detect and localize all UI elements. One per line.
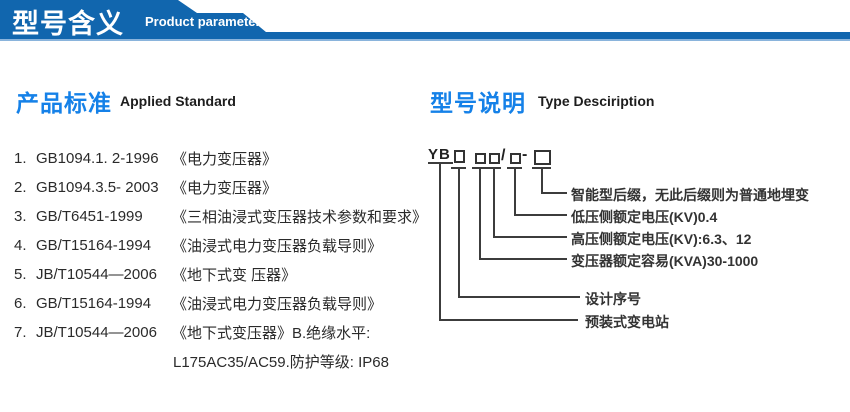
- connector-line-station: [439, 319, 578, 321]
- standard-item-7-continuation: L175AC35/AC59.防护等级: IP68: [173, 354, 389, 371]
- standard-code: GB1094.3.5- 2003: [36, 179, 159, 196]
- connector-stem-smart: [541, 169, 543, 194]
- connector-line-smart: [541, 192, 567, 194]
- model-box-lv: [510, 153, 521, 164]
- label-prefab-substation: 预装式变电站: [585, 314, 669, 330]
- standard-title: 《地下式变 压器》: [172, 267, 297, 284]
- standard-code: JB/T10544—2006: [36, 324, 157, 341]
- standard-item-7: 7. JB/T10544—2006 《地下式变压器》B.绝缘水平:: [14, 318, 427, 347]
- underline-yb: [428, 162, 453, 164]
- connector-stem-station: [439, 164, 441, 321]
- standard-code: GB/T15164-1994: [36, 237, 152, 254]
- item-number: 2.: [14, 179, 27, 196]
- connector-stem-lv: [514, 169, 516, 216]
- standard-item-3: 3. GB/T6451-1999 《三相油浸式变压器技术参数和要求》: [14, 202, 427, 231]
- item-number: 4.: [14, 237, 27, 254]
- standard-title: 《油浸式电力变压器负载导则》: [172, 238, 383, 255]
- standard-title: 《地下式变压器》B.绝缘水平:: [172, 325, 371, 342]
- standard-code: GB1094.1. 2-1996: [36, 150, 159, 167]
- item-number: 7.: [14, 324, 27, 341]
- type-description-heading-en: Type Desciription: [538, 93, 655, 109]
- tick-bar-5: [532, 167, 551, 169]
- standard-item-6: 6. GB/T15164-1994 《油浸式电力变压器负载导则》: [14, 289, 427, 318]
- model-box-capacity: [475, 153, 486, 164]
- standard-title: 《三相油浸式变压器技术参数和要求》: [172, 209, 428, 226]
- standard-item-5: 5. JB/T10544—2006 《地下式变 压器》: [14, 260, 427, 289]
- standard-code: JB/T10544—2006: [36, 266, 157, 283]
- item-number: 3.: [14, 208, 27, 225]
- standard-item-1: 1. GB1094.1. 2-1996 《电力变压器》: [14, 144, 427, 173]
- label-rated-capacity: 变压器额定容易(KVA)30-1000: [571, 253, 759, 269]
- connector-line-hv: [493, 236, 567, 238]
- connector-line-capacity: [479, 258, 567, 260]
- standard-item-2: 2. GB1094.3.5- 2003 《电力变压器》: [14, 173, 427, 202]
- standards-list: 1. GB1094.1. 2-1996 《电力变压器》 2. GB1094.3.…: [14, 144, 427, 376]
- connector-line-design: [458, 296, 580, 298]
- applied-standard-heading-en: Applied Standard: [120, 93, 236, 109]
- type-description-heading-cn: 型号说明: [430, 90, 526, 116]
- page-subtitle: Product parameters: [145, 14, 268, 29]
- standard-code: GB/T6451-1999: [36, 208, 143, 225]
- item-number: 1.: [14, 150, 27, 167]
- page-title: 型号含义: [12, 9, 124, 39]
- item-number: 5.: [14, 266, 27, 283]
- tick-bar-3: [486, 167, 501, 169]
- tick-bar-2: [472, 167, 487, 169]
- standard-title: 《油浸式电力变压器负载导则》: [172, 296, 383, 313]
- standard-title: 《电力变压器》: [172, 151, 278, 168]
- model-box-smart-suffix: [534, 150, 551, 165]
- header-strip: [0, 32, 850, 39]
- standard-title: 《电力变压器》: [172, 180, 278, 197]
- connector-stem-design: [458, 169, 460, 298]
- header-strip-underline: [0, 39, 850, 41]
- model-slash: /: [501, 147, 506, 164]
- model-box-design-serial: [454, 150, 465, 163]
- label-hv-voltage: 高压侧额定电压(KV):6.3、12: [571, 231, 752, 247]
- label-design-serial: 设计序号: [585, 291, 641, 307]
- standard-item-4: 4. GB/T15164-1994 《油浸式电力变压器负载导则》: [14, 231, 427, 260]
- tick-bar-4: [507, 167, 522, 169]
- model-box-hv: [489, 153, 500, 164]
- item-number: 6.: [14, 295, 27, 312]
- label-smart-suffix: 智能型后缀，无此后缀则为普通地埋变: [571, 187, 809, 203]
- connector-stem-hv: [493, 169, 495, 238]
- model-prefix: YB: [428, 146, 451, 163]
- connector-stem-capacity: [479, 169, 481, 260]
- applied-standard-heading-cn: 产品标准: [16, 90, 112, 116]
- label-lv-voltage: 低压侧额定电压(KV)0.4: [571, 209, 718, 225]
- model-dash: -: [522, 146, 528, 163]
- tick-bar-1: [451, 167, 466, 169]
- standard-code: GB/T15164-1994: [36, 295, 152, 312]
- connector-line-lv: [514, 214, 567, 216]
